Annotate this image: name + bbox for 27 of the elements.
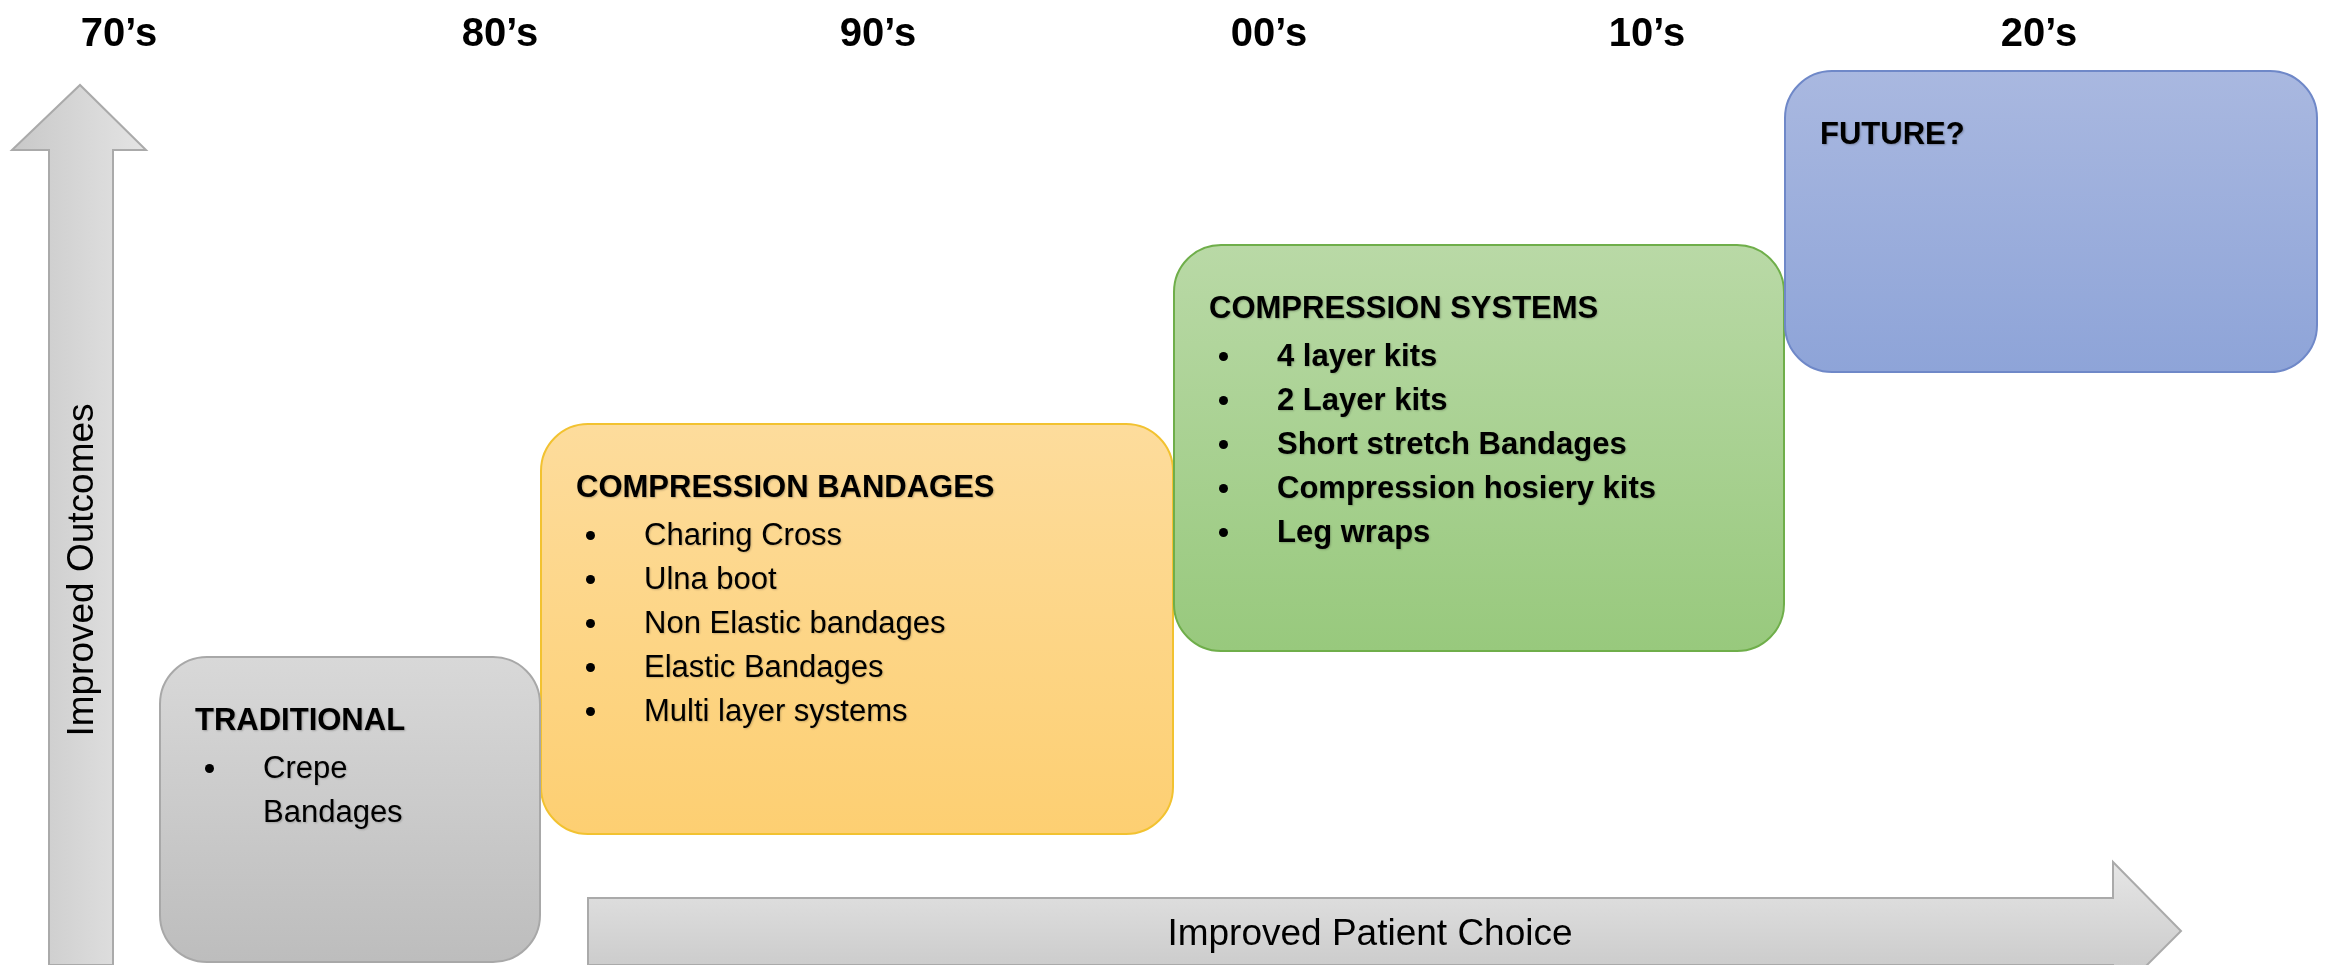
bullet-text: 2 Layer kits [1277,382,1448,417]
bullet-text: Ulna boot [644,561,777,596]
bullet-text: Elastic Bandages [644,649,884,684]
axis-label: Improved Patient Choice [1167,912,1573,954]
stage-heading: TRADITIONAL [195,702,407,738]
stage-heading: FUTURE? [1820,116,1966,152]
stage-box [1784,70,2318,373]
bullet-text: Crepe Bandages [263,750,403,829]
decade-label: 10’s [1608,10,1686,55]
axis-label: Improved Outcomes [60,403,102,737]
bullet-text: Compression hosiery kits [1277,470,1656,505]
stage-box [159,656,541,963]
stage-heading: COMPRESSION BANDAGES [576,469,996,505]
decade-label: 70’s [80,10,158,55]
stage-heading: COMPRESSION SYSTEMS [1209,290,1600,326]
decade-label: 00’s [1230,10,1308,55]
stage-box [1173,244,1785,652]
bullet-text: Non Elastic bandages [644,605,946,640]
decade-label: 90’s [839,10,917,55]
bullet-text: Multi layer systems [644,693,908,728]
decade-label: 80’s [461,10,539,55]
decade-label: 20’s [2000,10,2078,55]
bullet-text: Short stretch Bandages [1277,426,1627,461]
bullet-text: Leg wraps [1277,514,1431,549]
bullet-text: Charing Cross [644,517,843,552]
bullet-text: 4 layer kits [1277,338,1438,373]
stage-box [540,423,1174,835]
